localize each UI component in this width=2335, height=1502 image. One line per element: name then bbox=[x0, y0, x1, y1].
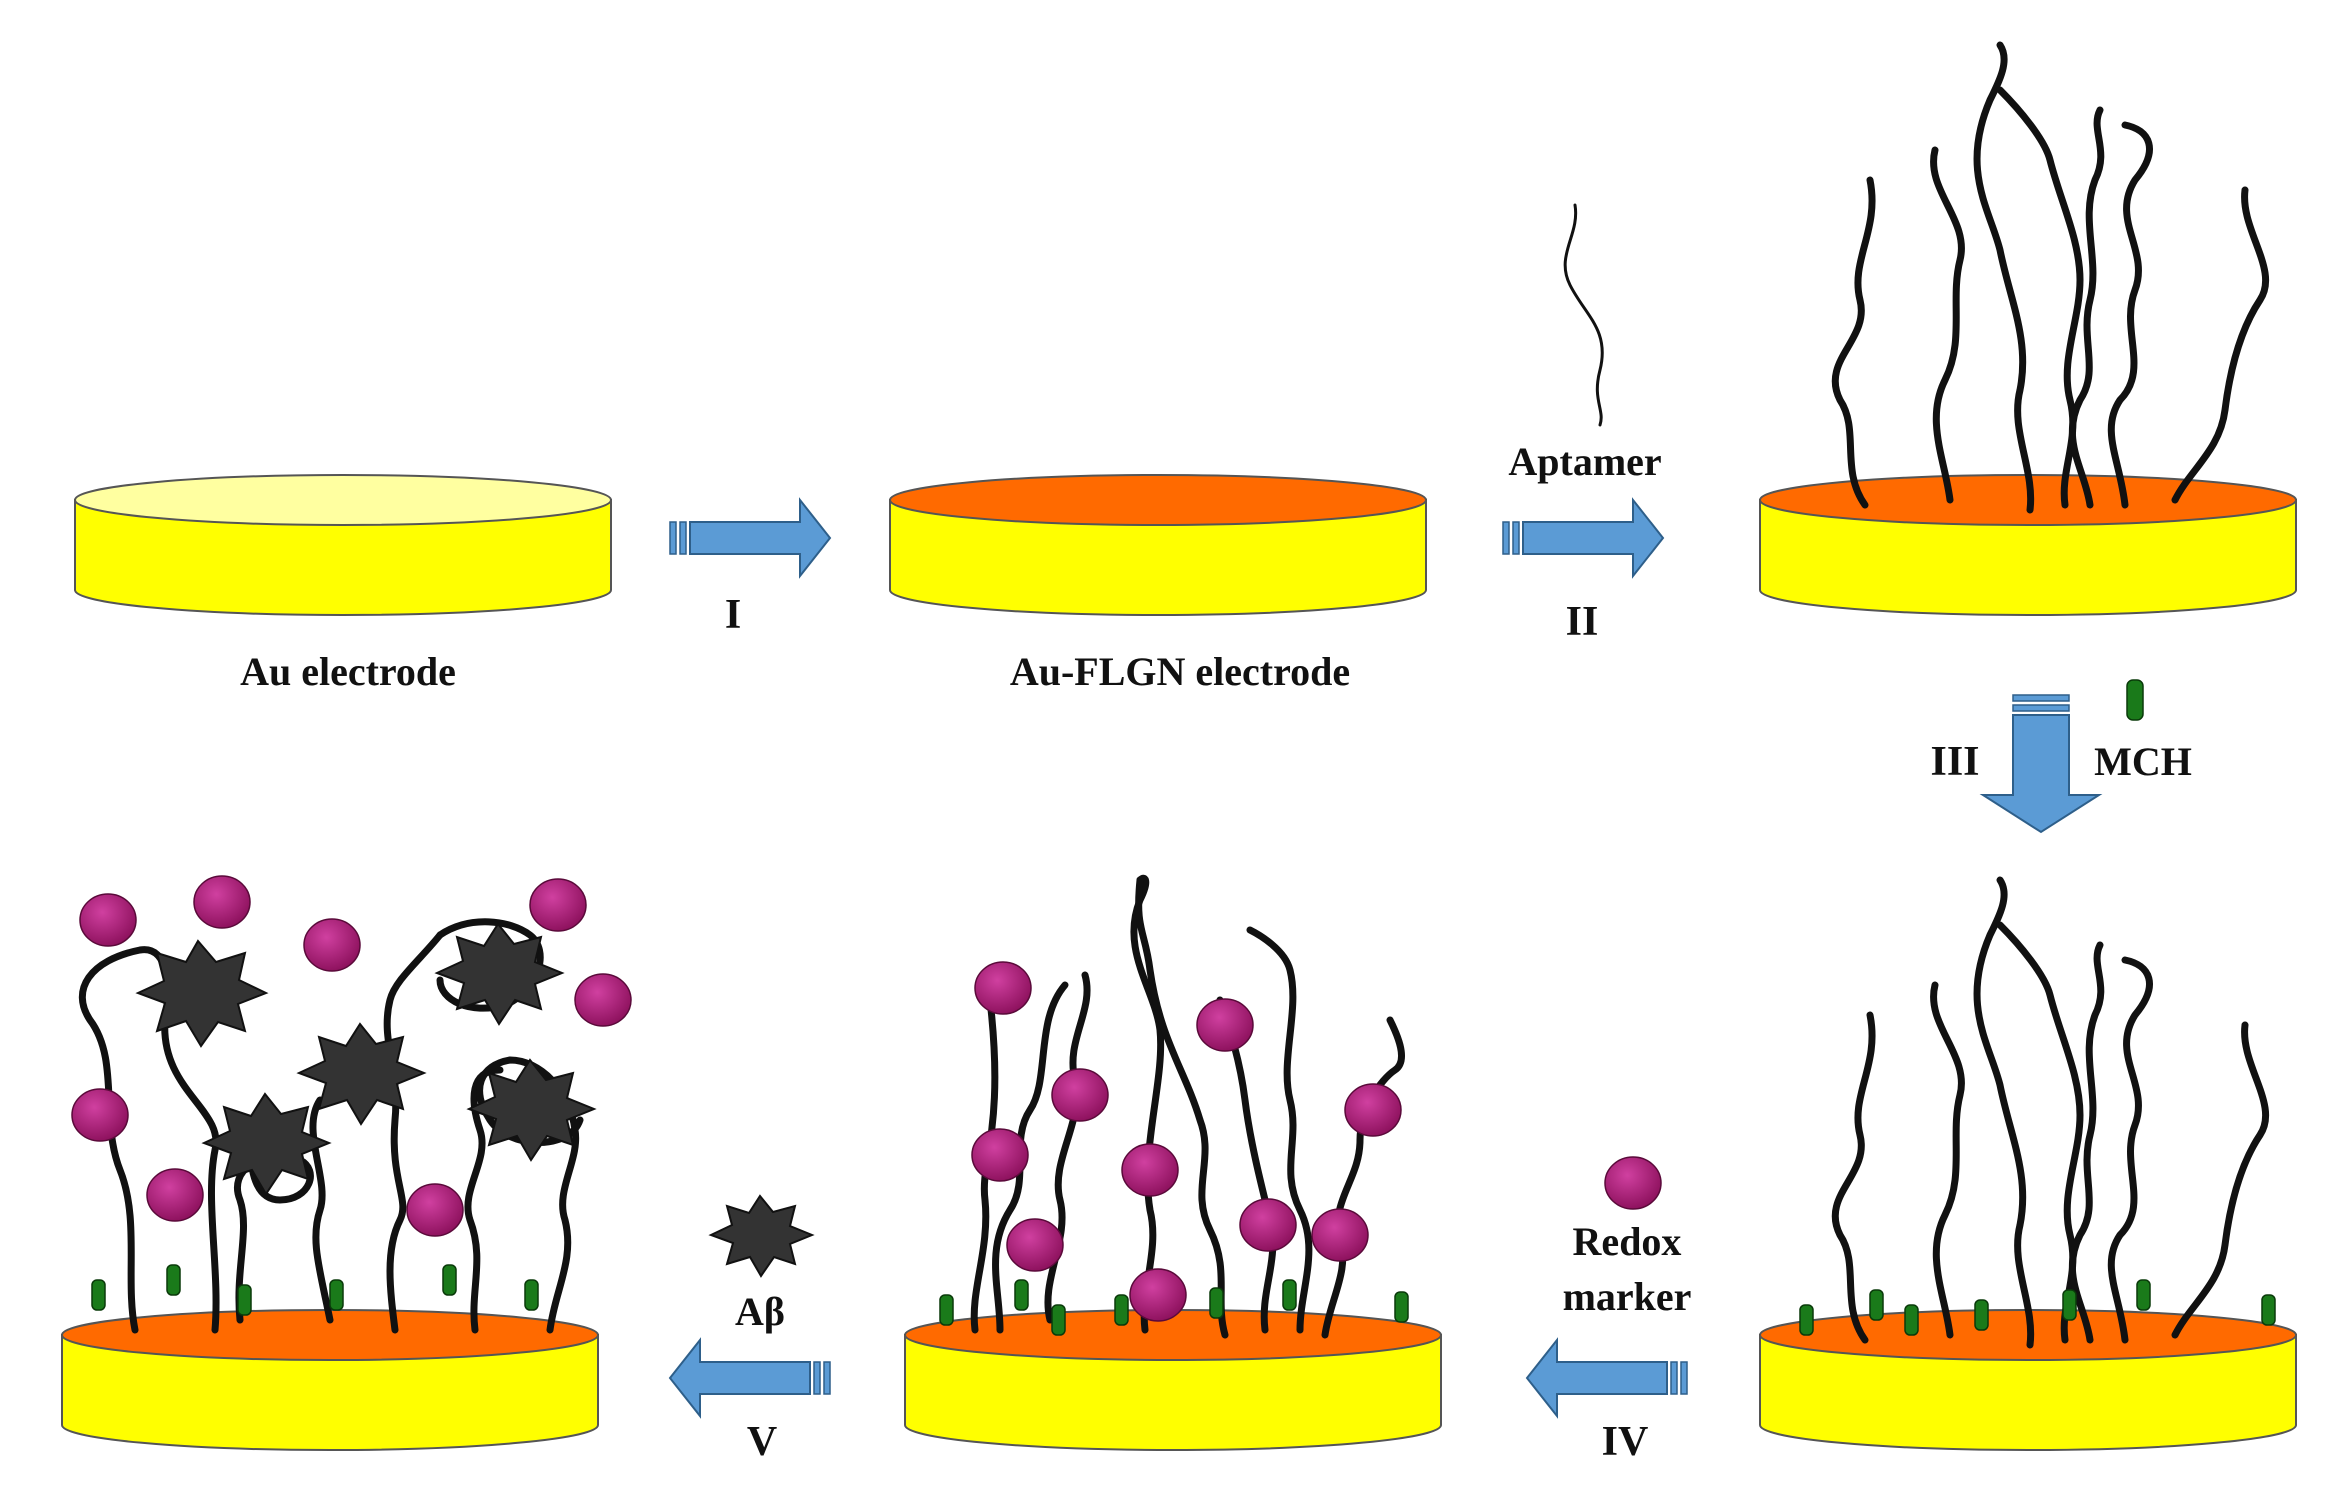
arrow-step-3 bbox=[1979, 694, 2103, 834]
label-mch: MCH bbox=[2094, 739, 2192, 784]
aptamer-strands-redox bbox=[970, 874, 1405, 1339]
step-label-5: V bbox=[747, 1419, 777, 1465]
aptamer-strands-top bbox=[1831, 41, 2269, 514]
mch-molecules-4 bbox=[1799, 1279, 2276, 1336]
step-label-4: IV bbox=[1602, 1419, 1649, 1465]
mch-molecules-5 bbox=[939, 1279, 1409, 1336]
step-label-1: I bbox=[725, 592, 741, 638]
label-redox-line1: Redox bbox=[1573, 1219, 1682, 1264]
arrow-step-5 bbox=[668, 1337, 831, 1419]
free-aptamer bbox=[1563, 203, 1604, 427]
au-electrode bbox=[74, 474, 612, 616]
aptamer-strands-mch bbox=[1831, 876, 2269, 1349]
label-au-electrode: Au electrode bbox=[240, 649, 456, 694]
arrow-step-1 bbox=[669, 497, 832, 579]
abeta-electrode bbox=[61, 1309, 599, 1451]
abeta-legend-icon bbox=[708, 1194, 815, 1278]
label-au-flgn-electrode: Au-FLGN electrode bbox=[1010, 649, 1350, 694]
redox-marker-legend-icon bbox=[1604, 1156, 1662, 1210]
redox-markers-6 bbox=[71, 875, 632, 1237]
label-aptamer: Aptamer bbox=[1508, 439, 1661, 484]
au-flgn-electrode bbox=[889, 474, 1427, 616]
arrow-step-4 bbox=[1525, 1337, 1688, 1419]
arrow-step-2 bbox=[1502, 497, 1665, 579]
abeta-bound bbox=[135, 922, 597, 1196]
step-label-2: II bbox=[1566, 599, 1599, 645]
label-redox-line2: marker bbox=[1563, 1274, 1692, 1319]
mch-molecules-6 bbox=[91, 1264, 539, 1316]
redox-electrode bbox=[904, 1309, 1442, 1451]
redox-markers-5 bbox=[971, 961, 1402, 1322]
step-label-3: III bbox=[1930, 739, 1979, 785]
label-abeta: Aβ bbox=[735, 1289, 785, 1334]
mch-legend-icon bbox=[2126, 679, 2144, 721]
